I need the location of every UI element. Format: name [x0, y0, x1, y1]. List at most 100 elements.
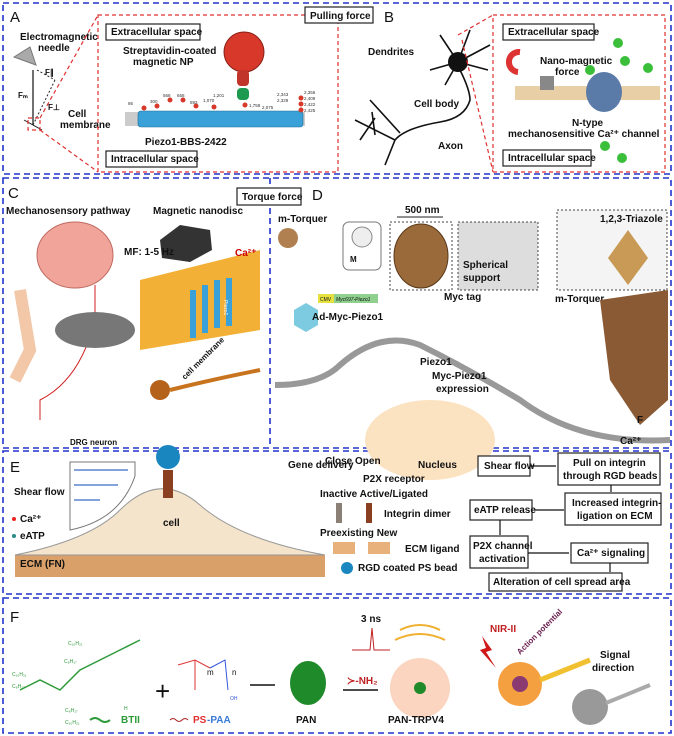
axon-f	[539, 657, 591, 683]
force-label: Nano-magnetic	[540, 56, 613, 67]
intracellular-label: Intracellular space	[111, 154, 199, 165]
torque-force-label: Torque force	[242, 192, 303, 203]
ecm-layer	[15, 555, 325, 577]
axon-grey	[605, 683, 651, 705]
eatp-legend: eATP	[20, 531, 45, 542]
integrin-inactive-icon	[336, 503, 342, 523]
flow-p2x-2: activation	[479, 554, 526, 565]
pulling-force-label: Pulling force	[310, 11, 371, 22]
lightning-icon	[480, 636, 496, 668]
chem-label: C₈H₁₇	[64, 659, 77, 665]
intracellular-label-b: Intracellular space	[508, 153, 596, 164]
neuron-nucleus	[512, 676, 528, 692]
pathway-label: Mechanosensory pathway	[6, 206, 131, 217]
chem-label: C₈H₁₇	[12, 684, 25, 690]
flow-p2x: P2X channel	[473, 541, 533, 552]
panel-d: D m-Torquer M 500 nm Spherical support 1…	[274, 187, 671, 480]
sphere-inset	[389, 221, 453, 291]
drg-label: DRG neuron	[70, 438, 117, 447]
panel-label-d: D	[312, 187, 323, 204]
panel-b: B Dendrites Cell body Axon Extracellular…	[354, 9, 666, 173]
flow-profile	[69, 461, 136, 531]
intracellular-box	[105, 150, 198, 168]
scale-label: 500 nm	[405, 205, 440, 216]
virus-icon	[294, 303, 318, 332]
site-label: 1,201	[213, 93, 225, 98]
m-torquer-label: m-Torquer	[278, 214, 327, 225]
pspaa-legend-icon	[169, 718, 189, 722]
ecm-label: ECM (FN)	[20, 559, 65, 570]
signal-label: Signal	[600, 650, 630, 661]
extracellular-label-b: Extracellular space	[508, 27, 600, 38]
bead-legend-icon	[341, 562, 353, 574]
bbs-tag	[237, 88, 249, 100]
flow-eatp: eATP release	[474, 505, 536, 516]
cell-body-shape	[448, 52, 468, 72]
octahedron	[608, 230, 648, 285]
pan-trpv4-label: PAN-TRPV4	[388, 715, 444, 726]
ca-label-d: Ca²⁺	[620, 436, 641, 447]
needle-label: Electromagnetic	[20, 32, 98, 43]
ps-label: PS	[193, 715, 207, 726]
m-torquer-label-2: m-Torquer	[555, 294, 604, 305]
legend-integrin: Integrin dimer	[384, 509, 451, 520]
ca-legend: Ca²⁺	[20, 514, 41, 525]
channel-label-2: mechanosensitive Ca²⁺ channel	[508, 129, 660, 140]
channel-label: N-type	[572, 118, 604, 129]
flowchart: Shear flow Pull on integrin through RGD …	[469, 452, 662, 592]
torque-force-box	[236, 187, 302, 206]
ps-structure	[177, 659, 211, 690]
pan-particle	[290, 661, 326, 705]
needle-label-2: needle	[38, 43, 70, 54]
force-fm: Fₘ	[18, 91, 28, 100]
site-label: 1,758	[249, 103, 261, 108]
piezo-helices	[137, 110, 304, 128]
zoom-line	[39, 14, 99, 119]
plasmid-label: Myc697-Piezo1	[336, 297, 371, 303]
needle-icon	[12, 46, 37, 66]
panel-label-b: B	[384, 9, 394, 26]
cmv-box	[318, 294, 334, 303]
flow-alteration: Alteration of cell spread area	[493, 577, 631, 588]
rgd-bead	[156, 445, 180, 469]
site-label: 300	[150, 99, 158, 104]
ad-label: Ad-Myc-Piezo1	[312, 312, 384, 323]
support-inset	[457, 221, 539, 291]
expression-label-2: expression	[436, 384, 489, 395]
btii-label: BTII	[121, 715, 140, 726]
extracellular-label: Extracellular space	[111, 27, 203, 38]
site-label: 2,343	[277, 92, 289, 97]
cell-label: cell	[163, 518, 180, 529]
ca-ions	[585, 38, 653, 163]
site-label: 2,425	[304, 108, 316, 113]
heat-waves	[394, 624, 446, 641]
frame-ab	[2, 2, 672, 175]
site-label: 2,356	[304, 90, 316, 95]
legend-close-open: Close Open	[325, 456, 381, 467]
panel-f: F C₁₀H₂₁ C₈H₁₇ C₁₀H₂₁ C₈H₁₇ C₈H₁₇ C₁₀H₂₁…	[10, 607, 651, 726]
chem-label: C₈H₁₇	[65, 708, 78, 714]
site-label: 86	[128, 101, 134, 106]
legend-inactive-active: Inactive Active/Ligated	[320, 489, 428, 500]
neuron	[354, 29, 491, 166]
support-label: Spherical	[463, 260, 508, 271]
action-potential-label: Action potential	[515, 607, 564, 656]
frame-f	[2, 597, 672, 734]
force-fperp: F⊥	[48, 103, 60, 112]
chem-n: n	[232, 668, 236, 677]
axon-c	[169, 368, 261, 392]
panel-a: A Electromagnetic needle Fₘ F∥ F⊥ Cell m…	[10, 9, 339, 173]
force-fpar: F∥	[45, 68, 54, 77]
integrin-active	[163, 470, 173, 498]
signal-label-2: direction	[592, 663, 634, 674]
extracellular-box-b	[502, 23, 595, 41]
ca-label-c: Ca²⁺	[235, 248, 256, 259]
force-label-2: force	[555, 67, 580, 78]
compass-icon	[351, 226, 373, 248]
magnetic-np	[223, 31, 265, 73]
frame-e	[2, 450, 672, 595]
zoom-line	[457, 14, 494, 36]
inset-a	[97, 14, 339, 173]
membrane-label: Cell	[68, 109, 87, 120]
